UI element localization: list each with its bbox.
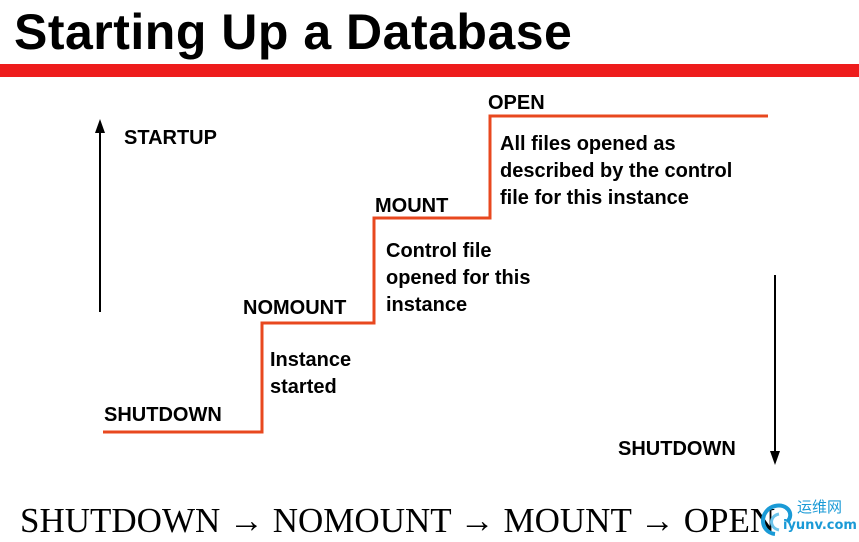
title-underline-bar: [0, 64, 859, 77]
stage-nomount-label: NOMOUNT: [243, 297, 347, 319]
watermark-url: iyunv.com: [783, 518, 857, 533]
stage-open-description: All files opened as described by the con…: [500, 133, 733, 209]
stage-mount-label: MOUNT: [375, 195, 449, 217]
stage-staircase-line: [103, 114, 768, 434]
stage-open-label: OPEN: [488, 92, 545, 114]
stage-sequence-text: SHUTDOWN → NOMOUNT → MOUNT → OPEN: [20, 501, 776, 540]
page-title: Starting Up a Database: [14, 4, 573, 60]
watermark-text: 运维网: [797, 498, 843, 516]
stage-shutdown-label: SHUTDOWN: [104, 404, 222, 426]
shutdown-arrow-head: [770, 451, 780, 465]
startup-label: STARTUP: [124, 127, 217, 149]
stage-mount-description: Control file opened for this instance: [386, 240, 531, 316]
startup-arrow-head: [95, 119, 105, 133]
shutdown-arrow-label: SHUTDOWN: [618, 438, 736, 460]
watermark-logo: 运维网 iyunv.com: [753, 494, 857, 540]
stage-nomount-description: Instance started: [270, 349, 352, 398]
watermark-swirl-icon: [761, 503, 793, 536]
